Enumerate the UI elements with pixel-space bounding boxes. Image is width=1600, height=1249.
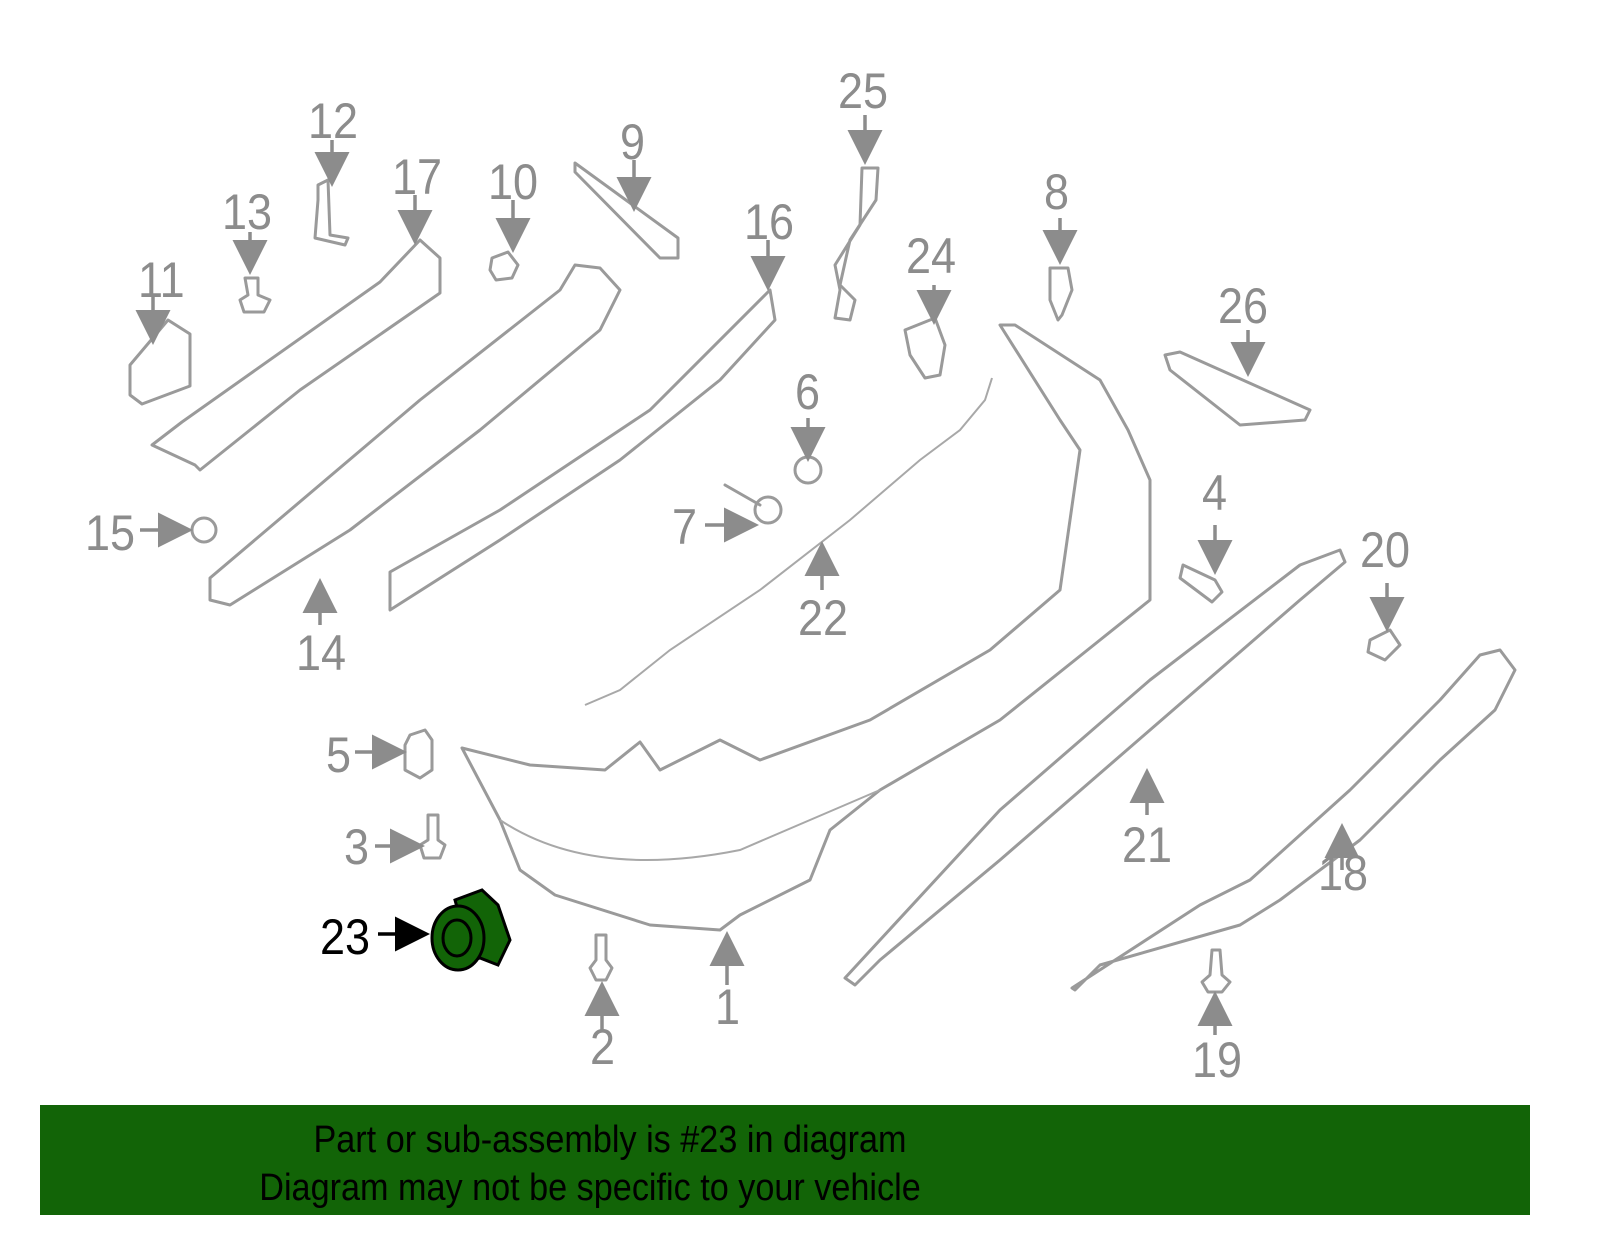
part-22-wiring-harness <box>584 377 993 706</box>
part-13-bolt <box>232 232 272 314</box>
callout-24: 24 <box>906 228 957 284</box>
callout-23: 23 <box>320 909 371 965</box>
callout-18: 18 <box>1318 845 1369 901</box>
diagram-artwork <box>128 115 1517 1035</box>
callout-16: 16 <box>744 194 795 250</box>
part-7-rivet <box>705 483 783 543</box>
part-9-bracket <box>573 160 680 260</box>
part-19-screw <box>1197 948 1233 1035</box>
callout-9: 9 <box>620 114 646 170</box>
callout-7: 7 <box>672 499 698 555</box>
banner-line-part-number: Part or sub-assembly is #23 in diagram <box>313 1119 907 1161</box>
callout-13: 13 <box>222 184 273 240</box>
part-4-bolt <box>1178 525 1233 604</box>
callout-17: 17 <box>392 149 443 205</box>
part-6-grommet <box>790 418 826 485</box>
part-26-bracket <box>1163 330 1312 427</box>
part-17-absorber <box>150 195 442 472</box>
part-25-harness <box>833 115 883 322</box>
part-18-lower-valance <box>1070 648 1517 992</box>
callout-26: 26 <box>1218 278 1269 334</box>
part-14-reinforcement <box>208 263 622 625</box>
callout-8: 8 <box>1044 164 1070 220</box>
callout-20: 20 <box>1360 522 1411 578</box>
part-info-banner: Part or sub-assembly is #23 in diagram D… <box>40 1105 1530 1215</box>
part-2-bolt <box>584 933 620 1030</box>
part-23-parking-sensor <box>378 888 512 972</box>
callout-12: 12 <box>308 93 359 149</box>
callout-14: 14 <box>296 625 347 681</box>
callout-6: 6 <box>795 364 821 420</box>
callout-4: 4 <box>1202 465 1228 521</box>
callout-19: 19 <box>1192 1032 1243 1088</box>
callout-21: 21 <box>1122 817 1173 873</box>
callout-1: 1 <box>715 979 741 1035</box>
part-20-nut <box>1366 583 1405 662</box>
part-16-absorber <box>388 240 786 612</box>
parts-diagram: 11 13 12 17 10 9 16 25 24 8 26 6 7 15 14… <box>85 63 1517 1088</box>
part-1-bumper-cover <box>460 323 1152 985</box>
part-11-bracket <box>128 295 192 406</box>
banner-line-disclaimer: Diagram may not be specific to your vehi… <box>259 1167 921 1209</box>
callout-2: 2 <box>590 1019 616 1075</box>
part-8-clip <box>1042 218 1078 322</box>
part-10-clip <box>488 200 531 282</box>
callout-11: 11 <box>138 252 185 308</box>
part-3-bolt <box>375 813 447 864</box>
part-12-bracket <box>313 140 350 247</box>
callout-10: 10 <box>488 154 539 210</box>
callout-25: 25 <box>838 63 889 119</box>
callout-15: 15 <box>85 505 136 561</box>
callout-5: 5 <box>326 727 352 783</box>
part-21-molding <box>843 548 1347 987</box>
part-15-nut <box>140 512 218 548</box>
callout-22: 22 <box>798 590 849 646</box>
callout-3: 3 <box>344 819 370 875</box>
part-24-bracket <box>903 285 952 380</box>
part-5-clip <box>355 728 434 780</box>
